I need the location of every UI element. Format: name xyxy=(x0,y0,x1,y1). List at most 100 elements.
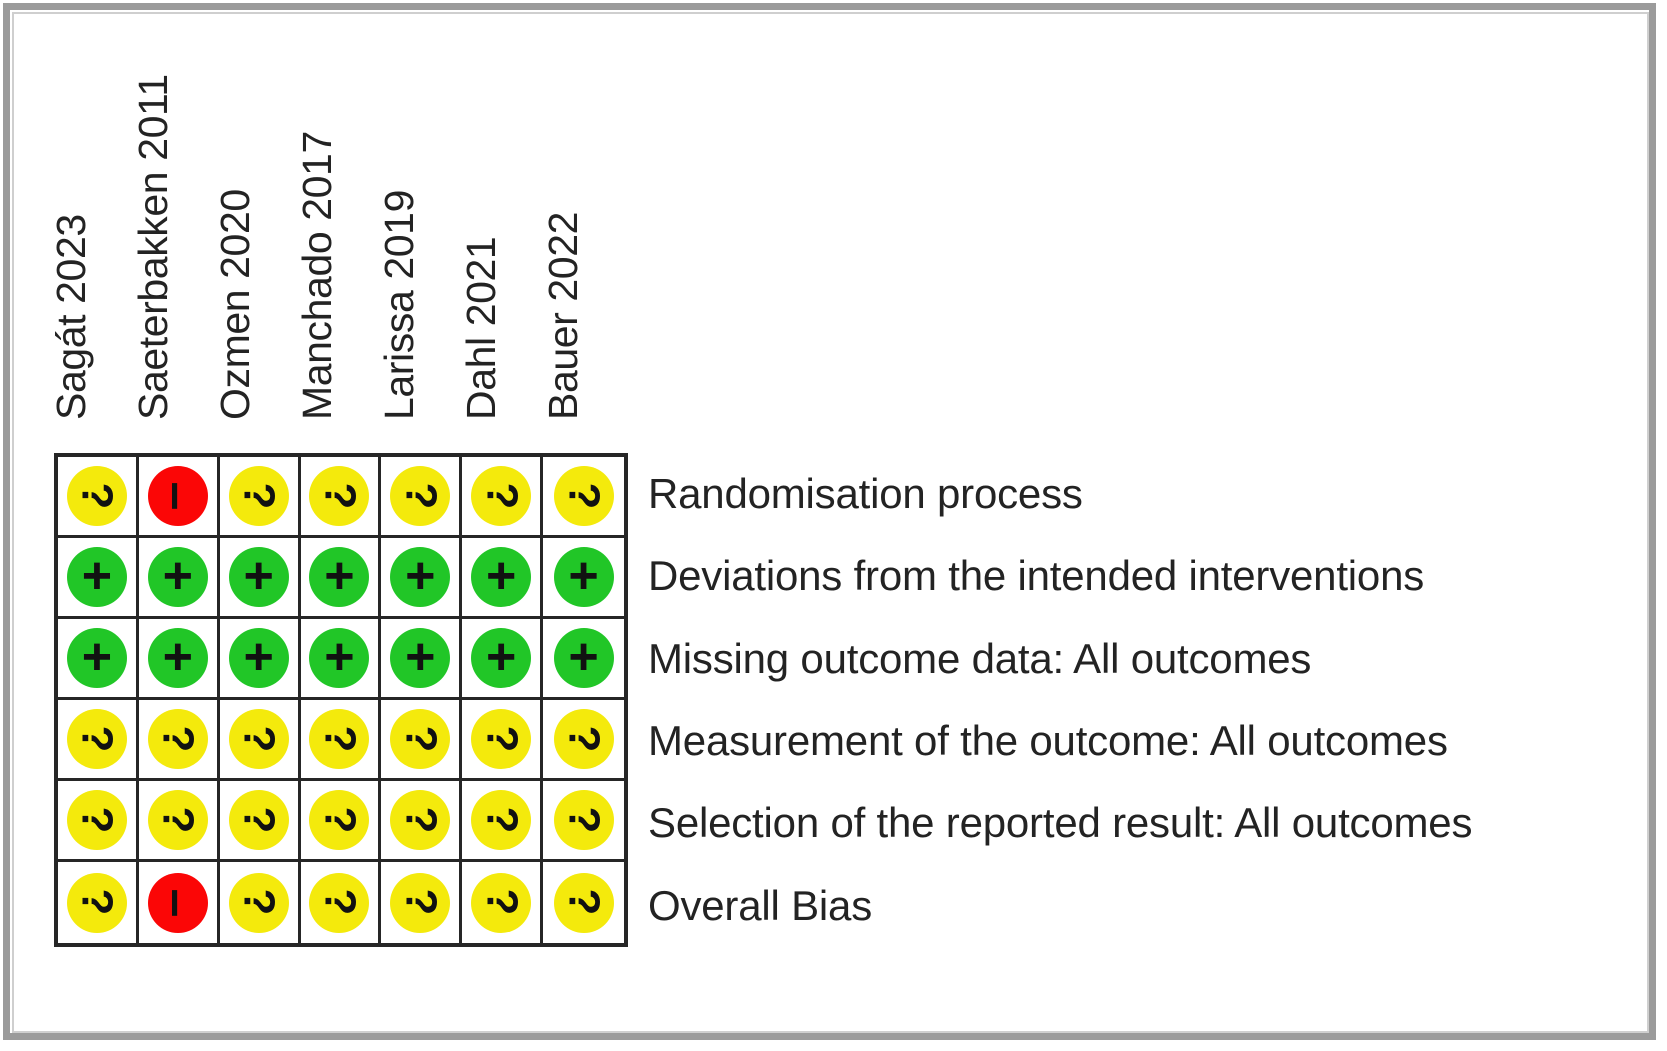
judgement-some-icon: ? xyxy=(390,709,451,769)
judgement-glyph: ? xyxy=(559,482,609,509)
judgement-cell[interactable]: + xyxy=(138,538,220,619)
judgement-glyph: ? xyxy=(396,725,446,752)
judgement-glyph: ? xyxy=(234,482,284,509)
study-header-label: Dahl 2021 xyxy=(458,236,504,420)
study-header-label: Manchado 2017 xyxy=(294,131,340,420)
judgement-cell[interactable]: + xyxy=(462,538,544,619)
study-header-4: Manchado 2017 xyxy=(294,22,382,422)
study-header-label: Larissa 2019 xyxy=(376,190,422,420)
judgement-cell[interactable]: + xyxy=(58,538,139,619)
judgement-glyph: ? xyxy=(315,482,365,509)
judgement-cell[interactable]: ? xyxy=(300,781,382,862)
judgement-cell[interactable]: – xyxy=(138,457,220,538)
judgement-cell[interactable]: ? xyxy=(543,700,624,781)
judgement-cell[interactable]: + xyxy=(300,619,382,700)
judgement-cell[interactable]: ? xyxy=(58,781,139,862)
judgement-glyph: ? xyxy=(234,725,284,752)
judgement-cell[interactable]: + xyxy=(219,538,301,619)
judgement-grid: ?–?????++++++++++++++???????????????–???… xyxy=(54,453,628,947)
judgement-some-icon: ? xyxy=(147,790,208,850)
judgement-cell[interactable]: ? xyxy=(462,700,544,781)
judgement-glyph: ? xyxy=(72,806,122,833)
judgement-low-icon: + xyxy=(471,628,532,688)
study-header-7: Bauer 2022 xyxy=(540,22,628,422)
bias-domain-label-2: Deviations from the intended interventio… xyxy=(648,552,1425,600)
judgement-cell[interactable]: ? xyxy=(543,781,624,862)
judgement-cell[interactable]: ? xyxy=(462,862,544,943)
judgement-some-icon: ? xyxy=(309,709,370,769)
study-header-label: Sagát 2023 xyxy=(48,214,94,420)
judgement-some-icon: ? xyxy=(228,872,289,933)
judgement-cell[interactable]: ? xyxy=(381,862,463,943)
judgement-glyph: ? xyxy=(153,725,203,752)
study-header-label: Bauer 2022 xyxy=(540,211,586,420)
judgement-glyph: + xyxy=(405,627,436,686)
judgement-cell[interactable]: ? xyxy=(381,457,463,538)
judgement-glyph: + xyxy=(486,546,517,605)
judgement-glyph: + xyxy=(243,627,274,686)
judgement-cell[interactable]: + xyxy=(462,619,544,700)
judgement-cell[interactable]: + xyxy=(381,619,463,700)
judgement-glyph: ? xyxy=(396,482,446,509)
judgement-cell[interactable]: ? xyxy=(462,781,544,862)
judgement-glyph: ? xyxy=(477,806,527,833)
judgement-low-icon: + xyxy=(390,547,451,607)
judgement-cell[interactable]: ? xyxy=(58,862,139,943)
judgement-some-icon: ? xyxy=(553,790,614,850)
judgement-some-icon: ? xyxy=(309,872,370,933)
judgement-cell[interactable]: + xyxy=(543,619,624,700)
judgement-some-icon: ? xyxy=(309,790,370,850)
judgement-cell[interactable]: ? xyxy=(219,781,301,862)
judgement-low-icon: + xyxy=(471,546,532,607)
judgement-glyph: ? xyxy=(72,888,122,916)
judgement-cell[interactable]: ? xyxy=(219,700,301,781)
judgement-cell[interactable]: + xyxy=(219,619,301,700)
judgement-cell[interactable]: ? xyxy=(58,457,139,538)
judgement-glyph: + xyxy=(81,627,113,686)
judgement-cell[interactable]: ? xyxy=(543,457,624,538)
study-header-5: Larissa 2019 xyxy=(376,22,464,422)
judgement-cell[interactable]: ? xyxy=(219,862,301,943)
judgement-cell[interactable]: ? xyxy=(381,781,463,862)
bias-domain-label-4: Measurement of the outcome: All outcomes xyxy=(648,717,1448,765)
judgement-cell[interactable]: + xyxy=(138,619,220,700)
judgement-glyph: ? xyxy=(559,888,609,916)
judgement-cell[interactable]: ? xyxy=(138,781,220,862)
judgement-glyph: + xyxy=(568,546,599,605)
judgement-glyph: ? xyxy=(477,725,527,752)
judgement-cell[interactable]: ? xyxy=(300,700,382,781)
judgement-cell[interactable]: + xyxy=(381,538,463,619)
judgement-some-icon: ? xyxy=(390,872,451,933)
judgement-glyph: + xyxy=(324,546,355,605)
judgement-low-icon: + xyxy=(228,547,289,607)
judgement-cell[interactable]: + xyxy=(58,619,139,700)
judgement-some-icon: ? xyxy=(471,466,532,526)
judgement-cell[interactable]: ? xyxy=(300,862,382,943)
judgement-low-icon: + xyxy=(228,627,289,688)
judgement-cell[interactable]: ? xyxy=(543,862,624,943)
judgement-low-icon: + xyxy=(66,627,127,688)
judgement-cell[interactable]: ? xyxy=(300,457,382,538)
judgement-glyph: + xyxy=(81,546,113,605)
judgement-some-icon: ? xyxy=(147,709,208,769)
judgement-glyph: ? xyxy=(477,482,527,509)
judgement-cell[interactable]: ? xyxy=(219,457,301,538)
judgement-cell[interactable]: – xyxy=(138,862,220,943)
judgement-glyph: ? xyxy=(234,806,284,833)
judgement-cell[interactable]: ? xyxy=(462,457,544,538)
judgement-some-icon: ? xyxy=(66,709,127,769)
judgement-cell[interactable]: + xyxy=(300,538,382,619)
judgement-glyph: + xyxy=(162,627,193,686)
judgement-high-icon: – xyxy=(147,872,208,933)
judgement-cell[interactable]: + xyxy=(543,538,624,619)
judgement-glyph: – xyxy=(148,888,207,917)
judgement-some-icon: ? xyxy=(228,466,289,526)
bias-domain-label-1: Randomisation process xyxy=(648,470,1083,518)
judgement-some-icon: ? xyxy=(471,790,532,850)
judgement-some-icon: ? xyxy=(390,466,451,526)
judgement-cell[interactable]: ? xyxy=(58,700,139,781)
judgement-cell[interactable]: ? xyxy=(381,700,463,781)
judgement-cell[interactable]: ? xyxy=(138,700,220,781)
judgement-some-icon: ? xyxy=(228,709,289,769)
